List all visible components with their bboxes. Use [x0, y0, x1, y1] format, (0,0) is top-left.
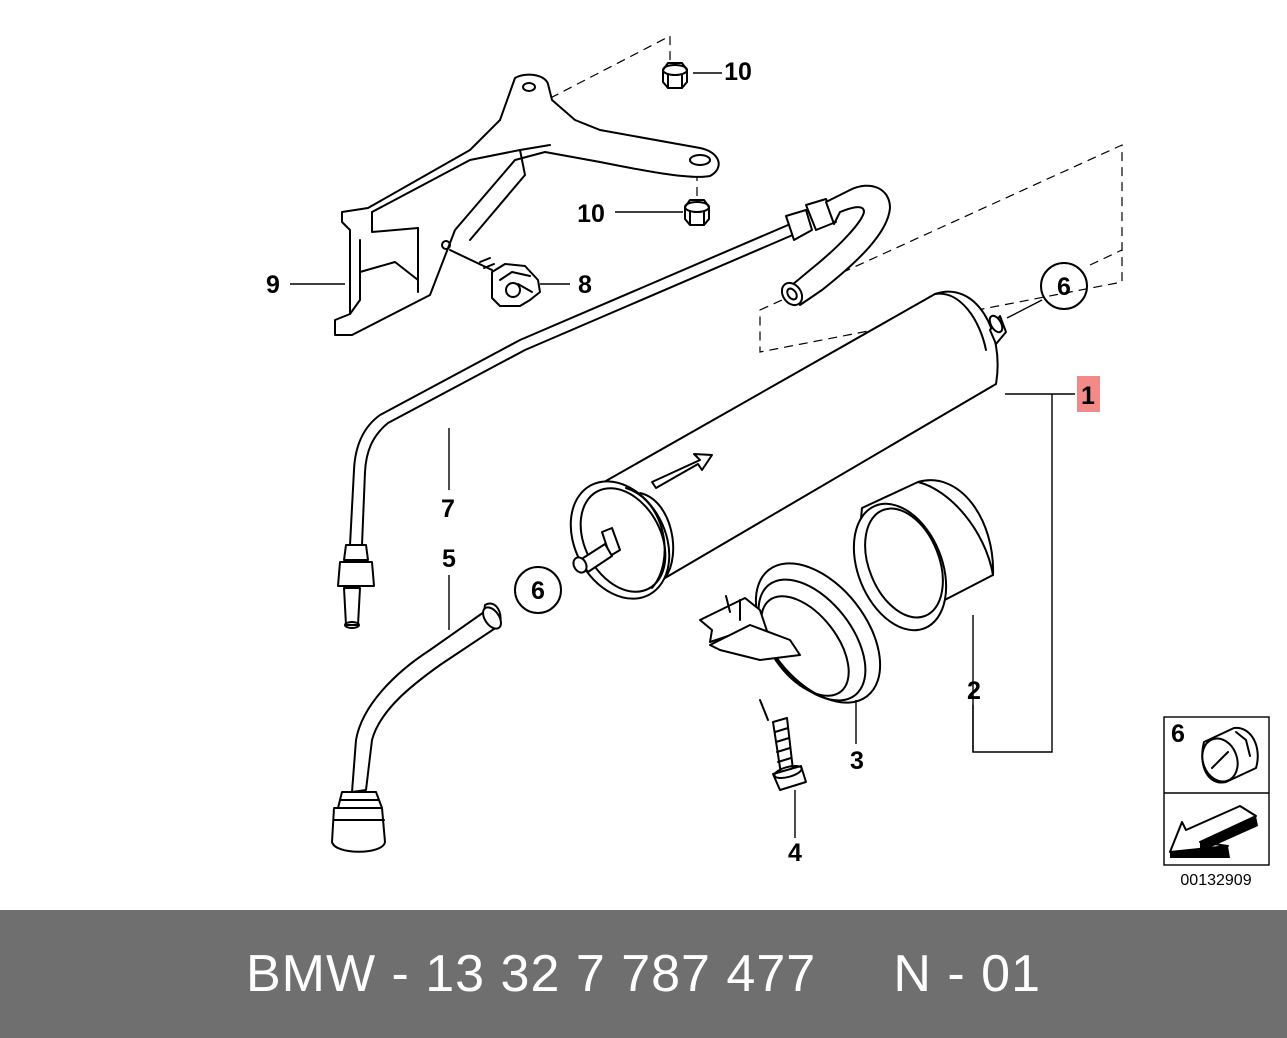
parts-diagram: 1 2 3 4 5 6 6 7 8 9 10 10 6 00132909 — [266, 35, 1270, 889]
clip-part-8 — [449, 249, 541, 307]
callout-labels: 1 2 3 4 5 6 6 7 8 9 10 10 — [266, 58, 1095, 867]
leader-lines — [290, 72, 1075, 838]
fuel-filter-part-1 — [569, 290, 1007, 600]
callout-1: 1 — [1081, 382, 1095, 410]
inset-box: 6 00132909 — [1163, 716, 1270, 889]
callout-6-top: 6 — [1057, 273, 1071, 301]
nut-part-10-top — [662, 62, 688, 89]
callout-10-middle: 10 — [577, 200, 605, 228]
callout-7: 7 — [441, 495, 455, 523]
nut-part-10-middle — [684, 199, 710, 226]
callout-2: 2 — [967, 677, 981, 705]
rubber-ring-part-2 — [852, 479, 995, 632]
callout-6-left: 6 — [531, 577, 545, 605]
bolt-part-4 — [772, 717, 807, 791]
callout-9: 9 — [266, 271, 280, 299]
callout-1-highlight — [1077, 376, 1100, 412]
bracket-part-9 — [334, 73, 720, 336]
hose-part-5 — [331, 602, 502, 853]
clamp-part-3 — [699, 562, 882, 721]
callout-6-circle-top — [1040, 262, 1088, 310]
callout-8: 8 — [578, 271, 592, 299]
footer-bar: BMW - 13 32 7 787 477 N - 01 — [0, 910, 1287, 1038]
inset-code: 00132909 — [1180, 872, 1251, 889]
fuel-line-part-7 — [337, 184, 891, 629]
callout-5: 5 — [442, 545, 456, 573]
arrow-icon — [1169, 805, 1258, 858]
callout-3: 3 — [850, 747, 864, 775]
callout-6-circle-left — [514, 566, 562, 614]
inset-callout-6: 6 — [1171, 720, 1185, 748]
part-number-text: BMW - 13 32 7 787 477 N - 01 — [245, 945, 1042, 1003]
callout-4: 4 — [788, 839, 802, 867]
connector-icon — [1201, 726, 1259, 784]
callout-10-top: 10 — [724, 58, 752, 86]
